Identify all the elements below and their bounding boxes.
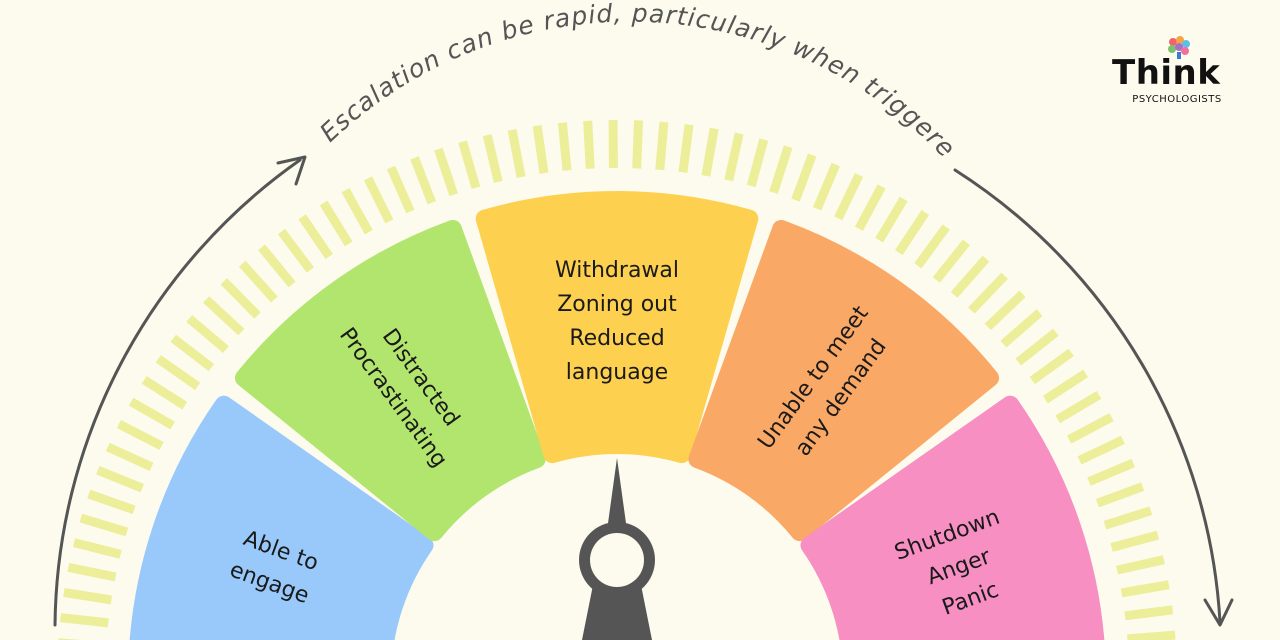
segment-distracted: DistractedProcrastinating: [234, 219, 546, 542]
tick-mark: [87, 489, 136, 515]
arrow-down-icon: [953, 168, 1222, 624]
tick-mark: [769, 145, 793, 194]
tick-mark: [105, 442, 154, 471]
tick-mark: [1029, 348, 1074, 385]
tick-mark: [386, 165, 415, 214]
brand-logo: Think PSYCHOLOGISTS: [1112, 34, 1242, 105]
tick-mark: [96, 466, 144, 493]
segment-shape: [234, 219, 546, 542]
tick-ring: [58, 119, 1176, 640]
tick-mark: [116, 419, 164, 451]
needle-icon: [579, 458, 655, 640]
tick-mark: [277, 228, 314, 273]
tick-mark: [258, 244, 296, 288]
tick-mark: [1110, 530, 1160, 552]
tick-mark: [1015, 328, 1059, 366]
tick-mark: [79, 513, 129, 537]
tick-mark: [1120, 580, 1170, 598]
heading-text: Escalation can be rapid, particularly wh…: [0, 0, 961, 163]
tick-mark: [72, 538, 122, 559]
tick-mark: [1000, 309, 1043, 348]
tick-mark: [434, 147, 458, 197]
tick-mark: [968, 272, 1008, 314]
segment-shape: [688, 219, 1000, 542]
tick-mark: [63, 587, 113, 605]
segment-label-line: language: [566, 360, 668, 385]
tick-mark: [746, 138, 769, 188]
segment-label-line: Reduced: [569, 326, 664, 351]
tick-mark: [914, 224, 950, 269]
tick-mark: [895, 210, 930, 256]
tick-mark: [220, 278, 261, 319]
segment-unable: Unable to meetany demand: [688, 219, 1000, 542]
tick-mark: [724, 132, 744, 182]
tick-mark: [583, 120, 595, 169]
segment-shape: [129, 395, 434, 640]
tick-mark: [410, 156, 436, 205]
tick-mark: [155, 355, 201, 390]
tick-mark: [298, 214, 333, 260]
brand-subtitle: PSYCHOLOGISTS: [1132, 94, 1222, 105]
tick-mark: [791, 153, 817, 202]
tick-mark: [60, 613, 109, 628]
segment-shape: [475, 191, 759, 464]
tick-mark: [950, 255, 990, 298]
tick-mark: [170, 334, 215, 372]
tick-mark: [812, 162, 840, 211]
tick-mark: [1087, 458, 1135, 486]
brain-logo-icon: [1168, 36, 1190, 59]
tick-mark: [1103, 506, 1153, 530]
segment-shutdown: ShutdownAngerPanic: [800, 395, 1105, 640]
segment-group: Able toengageDistractedProcrastinatingWi…: [129, 191, 1105, 640]
tick-mark: [532, 125, 549, 174]
segment-label-line: Zoning out: [557, 292, 677, 317]
tick-mark: [655, 121, 669, 171]
tick-mark: [458, 140, 481, 190]
tick-mark: [186, 315, 229, 353]
tick-mark: [834, 173, 864, 221]
tick-mark: [1116, 555, 1165, 575]
tick-mark: [141, 376, 188, 410]
arrow-down-head: [1203, 598, 1234, 627]
tick-mark: [1042, 369, 1089, 404]
tick-mark: [1095, 482, 1145, 508]
tick-mark: [128, 397, 175, 430]
arrow-up-icon: [53, 158, 302, 627]
tick-mark: [854, 184, 886, 231]
segment-shape: [800, 395, 1105, 640]
tick-mark: [678, 124, 694, 173]
tick-mark: [632, 120, 643, 169]
tick-mark: [341, 188, 373, 235]
tick-mark: [875, 196, 908, 243]
tick-mark: [1055, 391, 1102, 424]
tick-mark: [557, 122, 572, 171]
tick-mark: [507, 129, 526, 178]
tick-mark: [1066, 413, 1114, 444]
tick-mark: [203, 296, 245, 336]
tick-mark: [1127, 630, 1176, 640]
tick-mark: [932, 239, 970, 283]
tick-mark: [1077, 435, 1125, 465]
tick-mark: [319, 200, 353, 247]
tick-mark: [701, 127, 719, 177]
tick-mark: [1124, 605, 1174, 621]
segment-able-to-engage: Able toengage: [129, 395, 434, 640]
brand-name: Think: [1112, 53, 1221, 93]
tick-mark: [238, 260, 278, 303]
tick-mark: [984, 290, 1026, 331]
arrow-up-head: [276, 155, 307, 186]
segment-label-line: Withdrawal: [555, 258, 679, 283]
tick-mark: [363, 176, 394, 224]
tick-mark: [67, 562, 117, 582]
tick-mark: [482, 134, 503, 183]
